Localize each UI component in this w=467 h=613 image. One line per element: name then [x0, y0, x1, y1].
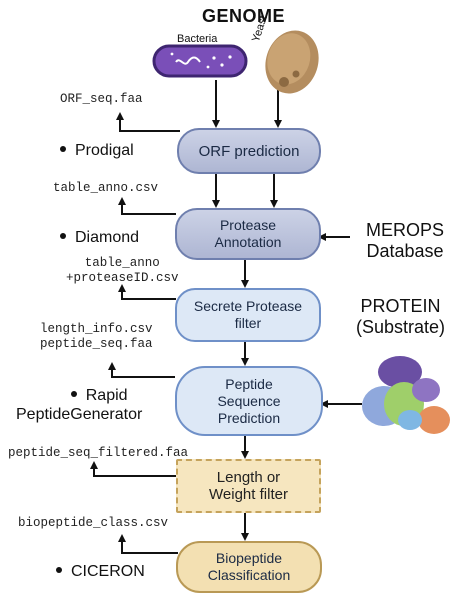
tool-rapid-peptide: Rapid PeptideGenerator — [16, 386, 142, 424]
tool-prodigal-label: Prodigal — [75, 142, 134, 159]
merops-line2: Database — [366, 241, 444, 261]
step-length-weight-filter: Length or Weight filter — [176, 459, 321, 513]
step-biopeptide-classification: Biopeptide Classification — [176, 541, 322, 593]
protein-structure-icon — [362, 356, 450, 434]
merops-database: MEROPS Database — [366, 220, 444, 262]
step-secrete-line2: filter — [234, 315, 262, 331]
merops-line1: MEROPS — [366, 220, 445, 240]
tool-ciceron-label: CICERON — [71, 563, 145, 580]
step-protease-line1: Protease — [219, 217, 277, 233]
step-secrete-protease-filter: Secrete Protease filter — [175, 288, 321, 342]
protein-line1: PROTEIN — [360, 296, 441, 316]
output-biopeptide-class: biopeptide_class.csv — [18, 516, 169, 530]
output-peptide-seq: peptide_seq.faa — [40, 337, 153, 351]
tool-rapid-label: Rapid — [85, 387, 128, 404]
tool-peptidegenerator-label: PeptideGenerator — [16, 406, 143, 423]
output-table-anno: table_anno.csv — [53, 181, 159, 195]
step-protease-line2: Annotation — [214, 234, 282, 250]
output-table-anno-line1: table_anno — [84, 256, 160, 270]
output-table-anno-line2: +proteaseID.csv — [66, 271, 179, 285]
output-arrow-secrete — [118, 284, 176, 300]
step-orf-prediction: ORF prediction — [177, 128, 321, 174]
step-protease-annotation: Protease Annotation — [175, 208, 321, 260]
step-biopeptide-line2: Classification — [207, 567, 291, 583]
tool-prodigal: Prodigal — [60, 141, 134, 160]
output-arrow-filter — [90, 461, 176, 477]
output-arrow-biopeptide — [118, 534, 178, 554]
step-peptide-line3: Prediction — [217, 409, 281, 426]
output-orf-seq: ORF_seq.faa — [60, 92, 143, 106]
output-table-anno-protease: table_anno +proteaseID.csv — [66, 256, 179, 286]
step-peptide-sequence-prediction: Peptide Sequence Prediction — [175, 366, 323, 436]
step-biopeptide-line1: Biopeptide — [215, 550, 283, 566]
output-arrow-peptide — [108, 362, 175, 378]
protein-substrate: PROTEIN (Substrate) — [356, 296, 445, 338]
output-peptide-files: length_info.csv peptide_seq.faa — [40, 322, 153, 352]
output-length-info: length_info.csv — [40, 322, 153, 336]
output-peptide-filtered: peptide_seq_filtered.faa — [8, 446, 189, 460]
step-filter-line1: Length or — [216, 469, 281, 486]
protein-line2: (Substrate) — [356, 317, 446, 337]
step-peptide-line1: Peptide — [225, 375, 273, 392]
bacteria-label: Bacteria — [177, 33, 218, 45]
bacteria-icon — [152, 44, 248, 78]
output-arrow-protease — [118, 197, 176, 215]
tool-diamond-label: Diamond — [75, 229, 140, 246]
step-secrete-line1: Secrete Protease — [193, 298, 303, 314]
output-arrow-orf — [116, 112, 180, 132]
genome-title: GENOME — [202, 6, 286, 26]
tool-ciceron: CICERON — [56, 562, 145, 581]
step-orf-label: ORF prediction — [198, 142, 300, 160]
step-peptide-line2: Sequence — [217, 392, 281, 409]
tool-diamond: Diamond — [60, 228, 139, 247]
yeast-cell-icon — [265, 30, 319, 94]
step-filter-line2: Weight filter — [209, 486, 288, 503]
